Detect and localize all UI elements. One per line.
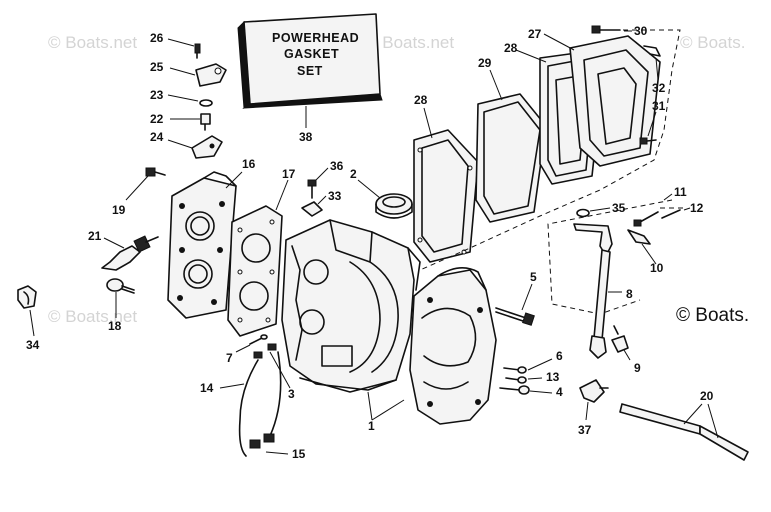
screw-31 (639, 137, 657, 145)
assembly-guide-upper (419, 29, 681, 271)
fitting-3 (253, 343, 277, 359)
callout-13: 13 (546, 370, 560, 384)
callout-17: 17 (282, 167, 296, 181)
callout-26: 26 (150, 31, 164, 45)
screw-26 (194, 43, 201, 59)
callout-1: 1 (368, 419, 375, 433)
callout-37: 37 (578, 423, 592, 437)
callout-33: 33 (328, 189, 342, 203)
watermark-top-center: © Boats.net (365, 33, 454, 52)
washer-35 (576, 208, 590, 218)
callout-35: 35 (612, 201, 626, 215)
cylinder-head-16 (167, 171, 237, 319)
clip-32 (643, 45, 661, 57)
bracket-24 (191, 135, 223, 159)
screw-7 (249, 334, 268, 345)
callout-23: 23 (150, 88, 164, 102)
callout-31: 31 (652, 99, 666, 113)
screw-12 (661, 209, 681, 219)
callout-2: 2 (350, 167, 357, 181)
callout-21: 21 (88, 229, 102, 243)
linkage-arm-10 (573, 223, 651, 257)
hose-14 (238, 359, 259, 457)
spark-plug-21 (101, 235, 159, 271)
callout-7: 7 (226, 351, 233, 365)
watermark-top-left: © Boats.net (48, 33, 137, 52)
callout-5: 5 (530, 270, 537, 284)
callout-25: 25 (150, 60, 164, 74)
callout-28-right: 28 (504, 41, 518, 55)
callout-10: 10 (650, 261, 664, 275)
bolt-19 (145, 167, 166, 177)
callout-15: 15 (292, 447, 306, 461)
callout-12: 12 (690, 201, 704, 215)
callout-11: 11 (674, 185, 687, 199)
gasket-box-line3: SET (297, 64, 323, 78)
callout-34: 34 (26, 338, 40, 352)
bolt-4 (499, 385, 530, 395)
callout-38: 38 (299, 130, 313, 144)
bolt-36 (307, 179, 317, 199)
rod-8 (589, 249, 611, 359)
callout-3: 3 (288, 387, 295, 401)
bushing-22 (200, 113, 211, 131)
sensor-18 (106, 278, 135, 294)
callout-14: 14 (200, 381, 214, 395)
gasket-28-left (413, 129, 479, 263)
bearing-2 (375, 193, 413, 219)
callout-9: 9 (634, 361, 641, 375)
watermark-mid-right: © Boats. (676, 305, 749, 326)
callout-16: 16 (242, 157, 256, 171)
head-gasket-17 (227, 205, 283, 337)
crankcase-half (409, 267, 497, 425)
exhaust-cover-27 (569, 35, 661, 167)
callout-19: 19 (112, 203, 126, 217)
watermark-top-right: © Boats. (680, 33, 745, 52)
fitting-9 (611, 325, 629, 353)
cover-plate-29 (475, 93, 547, 223)
callout-30: 30 (634, 24, 648, 38)
fitting-15 (249, 351, 282, 449)
washer-23 (199, 99, 213, 107)
gasket-box-line2: GASKET (284, 47, 339, 61)
callout-8: 8 (626, 287, 633, 301)
assembly-guide-linkage (547, 199, 673, 315)
bolt-6 (503, 366, 527, 374)
hoses-20 (619, 403, 749, 461)
callout-29: 29 (478, 56, 492, 70)
gasket-set-box: POWERHEAD GASKET SET (237, 13, 383, 109)
callout-6: 6 (556, 349, 563, 363)
bracket-33 (301, 201, 323, 217)
callout-27: 27 (528, 27, 542, 41)
callout-18: 18 (108, 319, 122, 333)
throttle-lever-25 (195, 63, 227, 87)
fitting-37 (579, 379, 609, 403)
callout-32: 32 (652, 81, 666, 95)
screw-11 (633, 211, 659, 227)
bolt-13 (505, 376, 527, 384)
clip-34 (17, 285, 37, 309)
bolt-5 (495, 307, 535, 326)
gasket-box-line1: POWERHEAD (272, 31, 359, 45)
cylinder-block-1 (281, 219, 421, 393)
callout-20: 20 (700, 389, 714, 403)
callout-22: 22 (150, 112, 164, 126)
callout-28-left: 28 (414, 93, 428, 107)
callout-24: 24 (150, 130, 164, 144)
watermark-mid-left: © Boats.net (48, 307, 137, 326)
callout-36: 36 (330, 159, 344, 173)
callout-4: 4 (556, 385, 563, 399)
